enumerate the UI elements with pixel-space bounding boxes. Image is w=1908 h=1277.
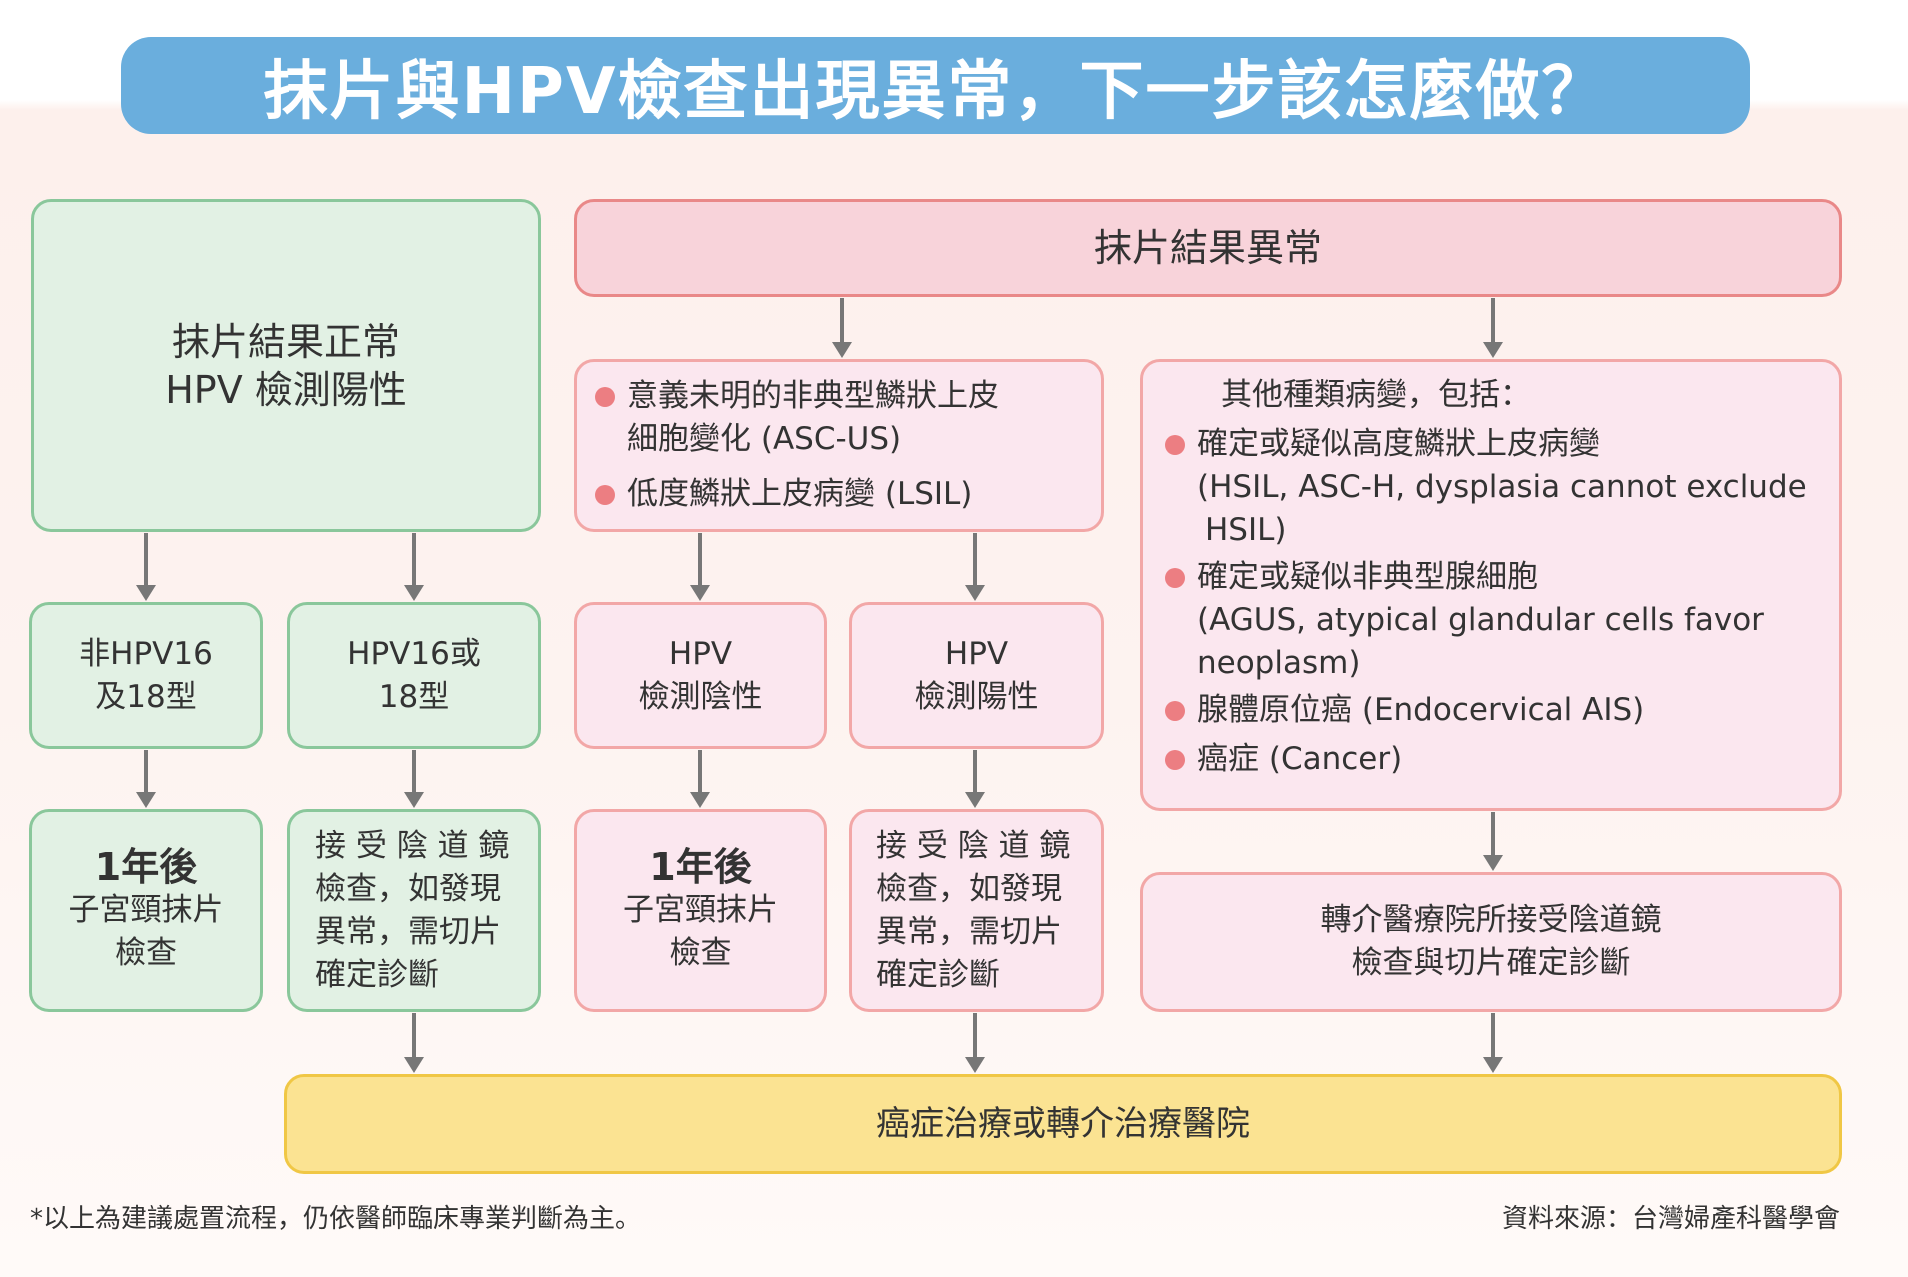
bullet-icon [1165, 568, 1185, 588]
arrow-icon [404, 533, 424, 601]
cancer-treatment-box: 癌症治療或轉介治療醫院 [284, 1074, 1842, 1174]
arrow-icon [136, 750, 156, 808]
arrow-icon [965, 1013, 985, 1073]
normal-repeat-line3: 檢查 [115, 935, 177, 971]
normal-repeat-line1: 1年後 [94, 845, 198, 889]
hsil-line3: HSIL) [1205, 512, 1287, 548]
abnormal-colpo-line1: 接 受 陰 道 鏡 [876, 827, 1071, 864]
arrow-icon [690, 533, 710, 601]
normal-header-line2: HPV 檢測陽性 [165, 367, 407, 412]
abnormal-colpo-line4: 確定診斷 [876, 956, 1000, 993]
arrow-icon [404, 750, 424, 808]
abnormal-header: 抹片結果異常 [1093, 226, 1322, 270]
hsil-item: 確定或疑似高度鱗狀上皮病變 (HSIL, ASC-H, dysplasia ca… [1165, 423, 1807, 552]
asc-us-line2: 細胞變化 (ASC-US) [627, 421, 902, 457]
hpv-negative-line1: HPV [668, 635, 733, 672]
agus-item: 確定或疑似非典型腺細胞 (AGUS, atypical glandular ce… [1165, 556, 1764, 685]
final-text: 癌症治療或轉介治療醫院 [876, 1103, 1250, 1144]
arrow-icon [404, 1013, 424, 1073]
arrow-icon [1483, 812, 1503, 871]
abnormal-repeat-line2: 子宮頸抹片 [623, 892, 778, 928]
ais-line: 腺體原位癌 (Endocervical AIS) [1197, 692, 1645, 728]
hpv-type-line2: 18型 [378, 678, 450, 715]
abnormal-repeat-line3: 檢查 [669, 935, 732, 971]
referral-line1: 轉介醫療院所接受陰道鏡 [1320, 902, 1662, 938]
arrow-icon [1483, 1013, 1503, 1073]
asc-us-lsil-box: 意義未明的非典型鱗狀上皮 細胞變化 (ASC-US) 低度鱗狀上皮病變 (LSI… [574, 359, 1104, 532]
non-hpv-type-line2: 及18型 [95, 678, 197, 715]
arrow-icon [965, 533, 985, 601]
page-title: 抹片與HPV檢查出現異常，下一步該怎麼做？ [121, 37, 1750, 134]
bullet-icon [595, 485, 615, 505]
bullet-icon [1165, 701, 1185, 721]
hpv-positive-box: HPV 檢測陽性 [849, 602, 1104, 749]
normal-repeat-line2: 子宮頸抹片 [68, 892, 224, 928]
abnormal-repeat-pap-box: 1年後 子宮頸抹片 檢查 [574, 809, 827, 1012]
arrow-icon [832, 298, 852, 358]
cancer-line: 癌症 (Cancer) [1197, 741, 1403, 777]
lsil-item: 低度鱗狀上皮病變 (LSIL) [595, 473, 972, 516]
ais-item: 腺體原位癌 (Endocervical AIS) [1165, 689, 1644, 732]
hpv-positive-line2: 檢測陽性 [914, 678, 1039, 715]
arrow-icon [136, 533, 156, 601]
hpv-positive-line1: HPV [944, 635, 1009, 672]
source-credit: 資料來源：台灣婦產科醫學會 [1501, 1204, 1840, 1234]
abnormal-repeat-line1: 1年後 [649, 845, 752, 889]
other-heading: 其他種類病變，包括： [1221, 377, 1531, 413]
non-hpv16-18-box: 非HPV16 及18型 [29, 602, 263, 749]
hpv-negative-line2: 檢測陰性 [638, 678, 763, 715]
agus-line2: (AGUS, atypical glandular cells favor [1197, 602, 1764, 638]
other-lesions-box: 其他種類病變，包括： 確定或疑似高度鱗狀上皮病變 (HSIL, ASC-H, d… [1140, 359, 1842, 811]
normal-colposcopy-box: 接 受 陰 道 鏡 檢查，如發現 異常，需切片 確定診斷 [287, 809, 541, 1012]
lsil-line: 低度鱗狀上皮病變 (LSIL) [627, 476, 973, 512]
arrow-icon [1483, 298, 1503, 358]
asc-us-item: 意義未明的非典型鱗狀上皮 細胞變化 (ASC-US) [595, 375, 999, 461]
bullet-icon [1165, 435, 1185, 455]
bullet-icon [1165, 750, 1185, 770]
abnormal-colposcopy-box: 接 受 陰 道 鏡 檢查，如發現 異常，需切片 確定診斷 [849, 809, 1104, 1012]
hpv-negative-box: HPV 檢測陰性 [574, 602, 827, 749]
referral-line2: 檢查與切片確定診斷 [1351, 945, 1631, 981]
footnote: *以上為建議處置流程，仍依醫師臨床專業判斷為主。 [30, 1204, 642, 1234]
bullet-icon [595, 387, 615, 407]
normal-hpv-positive-box: 抹片結果正常 HPV 檢測陽性 [31, 199, 541, 532]
hsil-line1: 確定或疑似高度鱗狀上皮病變 [1197, 426, 1600, 462]
hsil-line2: (HSIL, ASC-H, dysplasia cannot exclude [1197, 469, 1807, 505]
agus-line1: 確定或疑似非典型腺細胞 [1197, 559, 1538, 595]
normal-colpo-line4: 確定診斷 [315, 956, 439, 993]
cancer-item: 癌症 (Cancer) [1165, 738, 1402, 781]
hpv-type-line1: HPV16或 [347, 635, 481, 672]
arrow-icon [965, 750, 985, 808]
normal-header-line1: 抹片結果正常 [171, 319, 400, 364]
hpv16-18-box: HPV16或 18型 [287, 602, 541, 749]
abnormal-header-box: 抹片結果異常 [574, 199, 1842, 297]
normal-colpo-line2: 檢查，如發現 [315, 870, 501, 907]
agus-line3: neoplasm) [1197, 645, 1361, 681]
normal-repeat-pap-box: 1年後 子宮頸抹片 檢查 [29, 809, 263, 1012]
arrow-icon [690, 750, 710, 808]
abnormal-colpo-line3: 異常，需切片 [876, 913, 1062, 950]
normal-colpo-line1: 接 受 陰 道 鏡 [315, 827, 510, 864]
asc-us-line1: 意義未明的非典型鱗狀上皮 [627, 378, 999, 414]
normal-colpo-line3: 異常，需切片 [315, 913, 501, 950]
non-hpv-type-line1: 非HPV16 [79, 635, 213, 672]
abnormal-colpo-line2: 檢查，如發現 [876, 870, 1062, 907]
referral-box: 轉介醫療院所接受陰道鏡 檢查與切片確定診斷 [1140, 872, 1842, 1012]
